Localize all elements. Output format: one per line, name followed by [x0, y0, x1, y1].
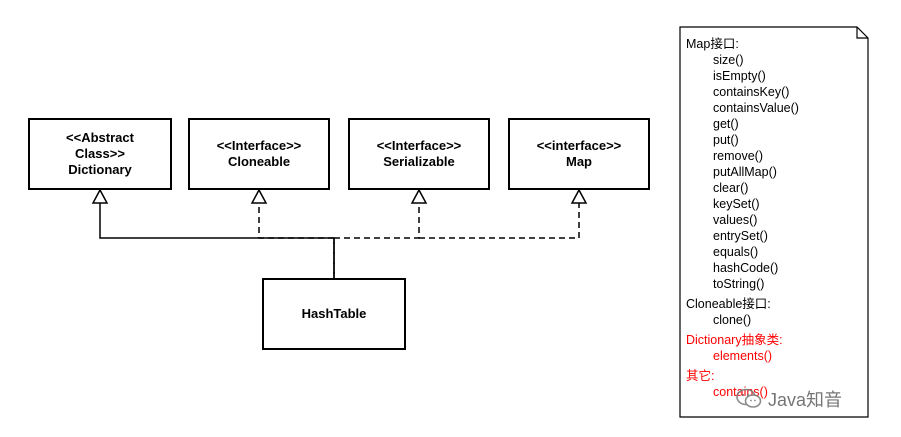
serializable-name: Serializable: [383, 154, 455, 169]
note-item: get(): [713, 117, 739, 131]
note-section-dictionary: Dictionary抽象类: elements(): [686, 332, 864, 364]
map-name: Map: [566, 154, 592, 169]
note-heading-map: Map接口:: [686, 37, 739, 51]
note-item: containsKey(): [713, 85, 790, 99]
serializable-stereotype: <<Interface>>: [376, 138, 462, 153]
note-item: keySet(): [713, 197, 760, 211]
cloneable-name: Cloneable: [227, 154, 291, 169]
arrowhead-cloneable: [250, 188, 268, 204]
note-heading-cloneable: Cloneable接口:: [686, 297, 771, 311]
note-item: isEmpty(): [713, 69, 766, 83]
note-item: putAllMap(): [713, 165, 777, 179]
class-dictionary[interactable]: <<Abstract Class>> Dictionary: [28, 118, 172, 190]
dictionary-stereotype-2: Class>>: [75, 146, 125, 161]
hashtable-name: HashTable: [301, 306, 367, 321]
note-frame: [679, 26, 869, 418]
arrowhead-serializable: [410, 188, 428, 204]
dictionary-stereotype-1: <<Abstract: [66, 130, 134, 145]
interface-map[interactable]: <<interface>> Map: [508, 118, 650, 190]
note-item: entrySet(): [713, 229, 768, 243]
uml-note[interactable]: Map接口: size() isEmpty() containsKey() co…: [679, 26, 869, 418]
note-item: remove(): [713, 149, 764, 163]
note-item: values(): [713, 213, 758, 227]
cloneable-stereotype: <<Interface>>: [216, 138, 302, 153]
note-item: elements(): [713, 349, 773, 363]
note-heading-other: 其它:: [686, 369, 715, 383]
note-section-cloneable: Cloneable接口: clone(): [686, 296, 864, 328]
note-item: containsValue(): [713, 101, 799, 115]
realization-line-map: [419, 202, 580, 239]
realization-line-cloneable: [258, 202, 335, 278]
dictionary-name: Dictionary: [68, 162, 132, 177]
note-item: equals(): [713, 245, 759, 259]
note-item: hashCode(): [713, 261, 779, 275]
note-item: put(): [713, 133, 739, 147]
note-item: toString(): [713, 277, 765, 291]
realization-line-serializable: [334, 202, 420, 239]
interface-cloneable[interactable]: <<Interface>> Cloneable: [188, 118, 330, 190]
wechat-logo-icon: [736, 388, 762, 408]
note-item: clear(): [713, 181, 749, 195]
note-item: size(): [713, 53, 744, 67]
class-hashtable[interactable]: HashTable: [262, 278, 406, 350]
generalization-line-dictionary: [99, 202, 335, 278]
map-stereotype: <<interface>>: [536, 138, 622, 153]
arrowhead-map: [570, 188, 588, 204]
note-item: clone(): [713, 313, 752, 327]
note-content: Map接口: size() isEmpty() containsKey() co…: [686, 36, 864, 404]
interface-serializable[interactable]: <<Interface>> Serializable: [348, 118, 490, 190]
note-section-map: Map接口: size() isEmpty() containsKey() co…: [686, 36, 864, 292]
watermark: Java知音: [736, 386, 842, 412]
watermark-text: Java知音: [768, 390, 843, 410]
arrowhead-dictionary: [91, 188, 109, 204]
note-heading-dictionary: Dictionary抽象类:: [686, 333, 783, 347]
